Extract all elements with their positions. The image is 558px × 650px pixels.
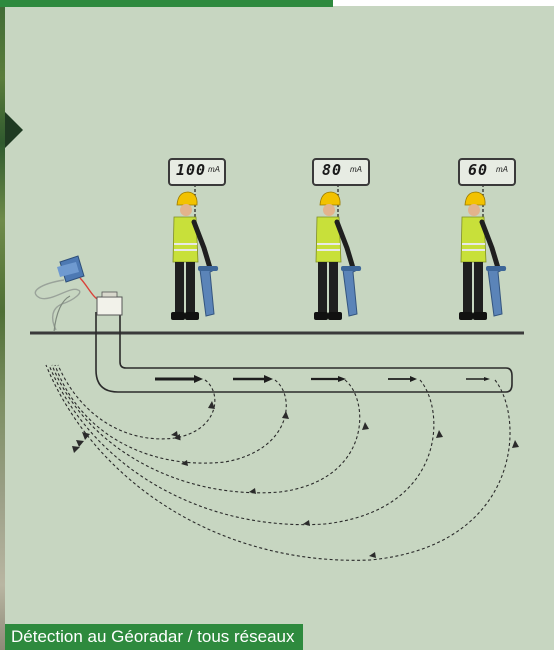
locator-icon [341, 266, 361, 316]
readout-value: 60 [468, 161, 488, 179]
worker-icon [459, 184, 506, 320]
helmet [465, 192, 485, 205]
readout-unit: mA [496, 165, 508, 174]
caption-text: Détection au Géoradar / tous réseaux [11, 627, 295, 646]
readout-value: 100 [176, 161, 206, 179]
transmitter [35, 256, 102, 332]
readout-1: 100 mA [168, 158, 226, 186]
readout-3: 60 mA [458, 158, 516, 186]
worker-icon [171, 184, 218, 320]
readout-2: 80 mA [312, 158, 370, 186]
caption-bar: Détection au Géoradar / tous réseaux [5, 624, 303, 650]
helmet [320, 192, 340, 205]
helmet [177, 192, 197, 205]
readout-unit: mA [350, 165, 362, 174]
locator-icon [486, 266, 506, 316]
return-current-paths [46, 365, 510, 560]
readout-unit: mA [208, 165, 220, 174]
readout-value: 80 [322, 161, 342, 179]
current-flow-arrows [155, 375, 490, 383]
locator-icon [198, 266, 218, 316]
access-box [97, 292, 122, 315]
worker-icon [314, 184, 361, 320]
